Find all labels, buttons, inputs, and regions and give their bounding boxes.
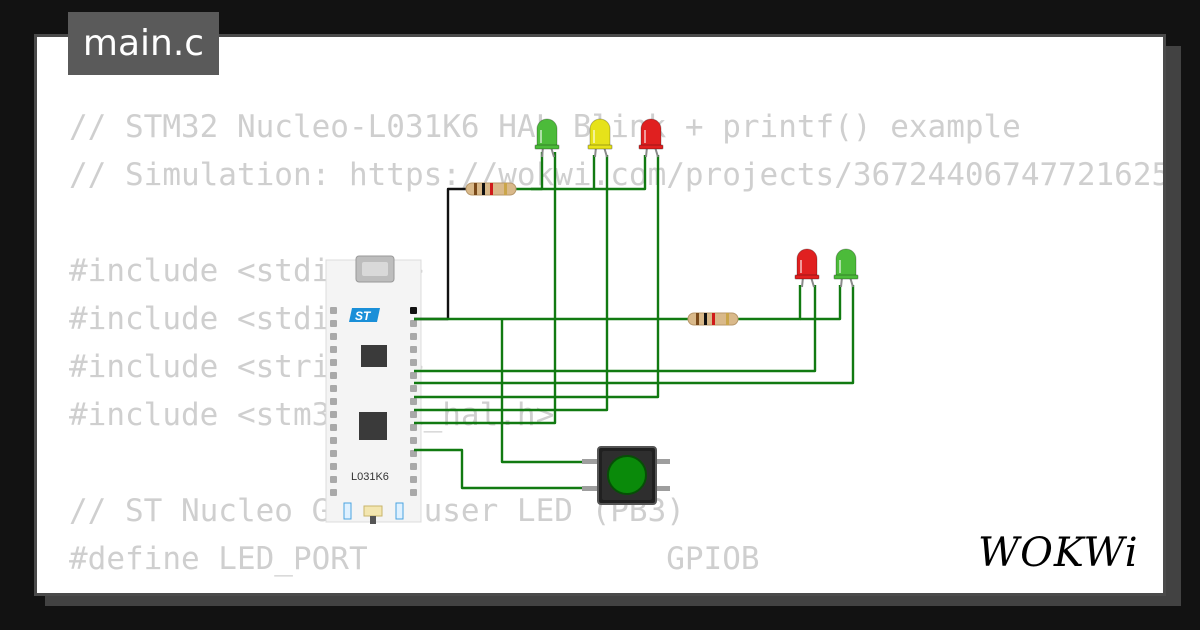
led-red-top[interactable] [638,118,664,158]
wire [414,285,855,385]
header-pin[interactable] [410,411,417,418]
header-pin[interactable] [410,372,417,379]
header-pin[interactable] [410,398,417,405]
header-pin[interactable] [410,385,417,392]
header-pin[interactable] [410,320,417,327]
wire [531,152,544,191]
header-pin[interactable] [330,437,337,444]
header-pin[interactable] [410,424,417,431]
pin-header-right [410,307,417,496]
header-pin[interactable] [330,333,337,340]
header-pin[interactable] [330,385,337,392]
header-pin[interactable] [330,489,337,496]
chip-small [361,345,387,367]
push-button[interactable] [582,446,670,505]
header-pin[interactable] [410,307,417,314]
header-pin[interactable] [410,359,417,366]
led-green-top[interactable] [534,118,560,158]
header-pin[interactable] [410,463,417,470]
header-pin[interactable] [330,320,337,327]
header-pin[interactable] [330,346,337,353]
header-pin[interactable] [330,424,337,431]
wire [414,152,557,425]
wire [500,319,590,464]
header-pin[interactable] [330,372,337,379]
file-tab[interactable]: main.c [68,12,219,75]
resistor-top[interactable] [465,182,517,196]
header-pin[interactable] [330,411,337,418]
header-pin[interactable] [330,398,337,405]
wire [414,285,817,373]
led-yellow-top[interactable] [587,118,613,158]
resistor-right[interactable] [687,312,739,326]
svg-text:WOKWi: WOKWi [978,530,1139,576]
wires [414,152,855,490]
header-pin[interactable] [410,489,417,496]
header-pin[interactable] [410,450,417,457]
wire [516,155,647,191]
board-label: L031K6 [351,471,389,483]
wire [800,285,842,321]
header-pin[interactable] [330,359,337,366]
wire [414,448,590,490]
code-line: #define LED_PORT GPIOB [69,541,760,577]
header-pin[interactable] [330,450,337,457]
wire [414,155,660,399]
wire [738,285,802,321]
header-pin[interactable] [410,437,417,444]
header-pin[interactable] [330,463,337,470]
leds [534,118,859,288]
code-line: #define LED_PIN GPIO_PIN_3 [69,583,1163,593]
chip-mcu [359,412,387,440]
led-green-right[interactable] [833,248,859,288]
wokwi-logo[interactable]: WOKWi [976,524,1151,576]
header-pin[interactable] [410,346,417,353]
button-cap[interactable] [607,455,647,495]
header-pin[interactable] [410,476,417,483]
led-red-right[interactable] [794,248,820,288]
nucleo-board[interactable]: ST L031K6 [325,255,422,524]
wire [414,155,609,412]
header-pin[interactable] [330,476,337,483]
header-pin[interactable] [410,333,417,340]
wire-black [414,187,466,321]
header-pin[interactable] [330,307,337,314]
pin-header-left [330,307,337,496]
svg-text:ST: ST [355,309,372,323]
st-logo-icon: ST [349,308,380,323]
